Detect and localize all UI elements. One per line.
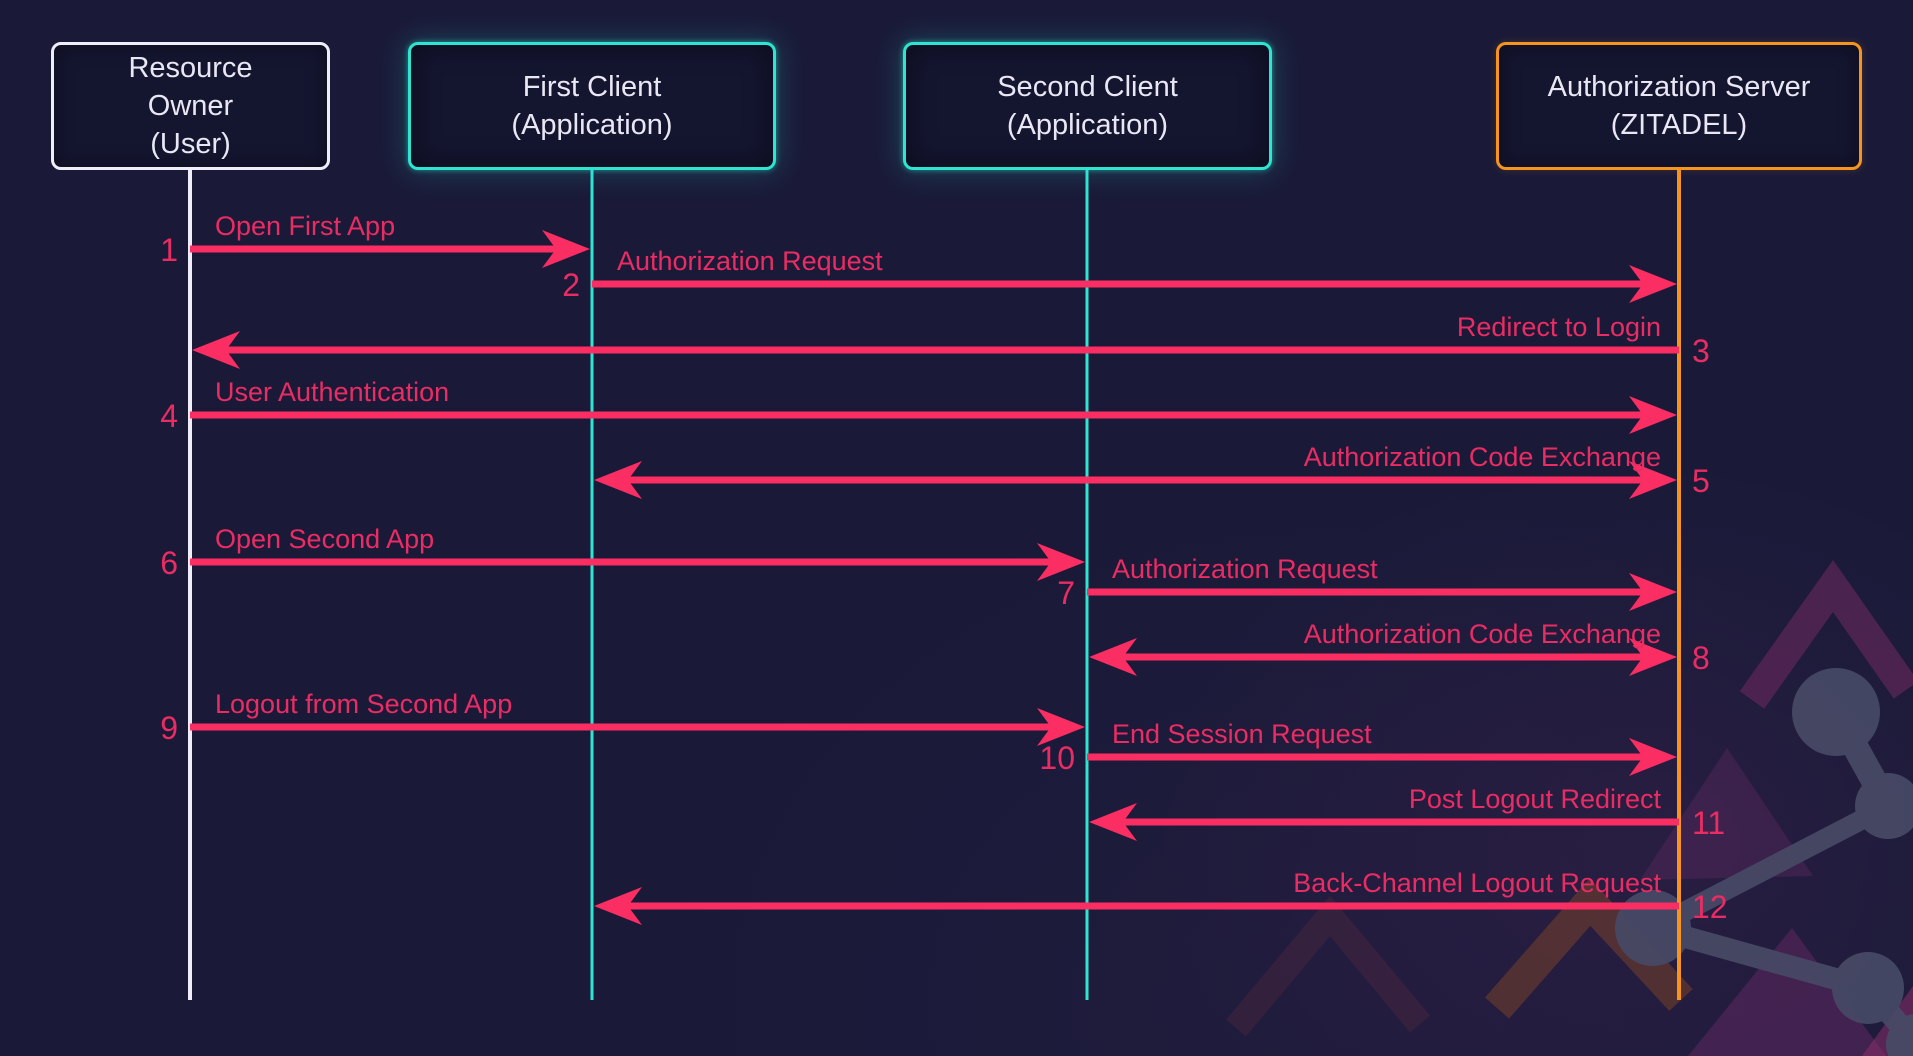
- message-number: 2: [562, 267, 580, 303]
- actor-title-line: Resource: [128, 51, 253, 84]
- message-5: Authorization Code Exchange 5: [594, 442, 1710, 499]
- actor-title-line: Authorization Server: [1547, 70, 1811, 103]
- message-label: Authorization Code Exchange: [1304, 619, 1661, 649]
- message-number: 9: [160, 710, 178, 746]
- message-2: Authorization Request 2: [562, 246, 1677, 303]
- message-8: Authorization Code Exchange 8: [1089, 619, 1710, 676]
- message-4: User Authentication 4: [160, 377, 1677, 434]
- message-label: Back-Channel Logout Request: [1293, 868, 1661, 898]
- arrowhead-icon: [1089, 638, 1137, 676]
- arrowhead-icon: [542, 230, 590, 268]
- message-number: 6: [160, 545, 178, 581]
- arrowhead-icon: [1037, 708, 1085, 746]
- message-label: Open First App: [215, 211, 395, 241]
- message-number: 4: [160, 398, 178, 434]
- message-label: Authorization Code Exchange: [1304, 442, 1661, 472]
- message-6: Open Second App 6: [160, 524, 1085, 581]
- message-9: Logout from Second App 9: [160, 689, 1085, 746]
- actor-box-authorization-server: Authorization Server (ZITADEL): [1496, 42, 1862, 170]
- actor-title-line: (Application): [1006, 109, 1169, 141]
- message-label: Authorization Request: [617, 246, 883, 276]
- arrowhead-icon: [594, 461, 642, 499]
- actor-title-line: Second Client: [997, 70, 1178, 103]
- message-number: 8: [1692, 640, 1710, 676]
- arrowhead-icon: [1629, 573, 1677, 611]
- actor-title-line: First Client: [522, 70, 662, 103]
- message-label: Logout from Second App: [215, 689, 512, 719]
- message-number: 7: [1057, 575, 1075, 611]
- message-label: Post Logout Redirect: [1409, 784, 1662, 814]
- actor-box-second-client: Second Client (Application): [903, 42, 1272, 170]
- message-number: 10: [1039, 740, 1075, 776]
- message-label: Open Second App: [215, 524, 434, 554]
- message-number: 11: [1692, 805, 1725, 841]
- message-11: Post Logout Redirect 11: [1089, 784, 1725, 841]
- message-12: Back-Channel Logout Request 12: [594, 868, 1728, 925]
- message-label: End Session Request: [1112, 719, 1372, 749]
- message-label: Redirect to Login: [1457, 312, 1661, 342]
- arrowhead-icon: [1629, 396, 1677, 434]
- arrowhead-icon: [594, 887, 642, 925]
- message-1: Open First App 1: [160, 211, 590, 268]
- message-number: 5: [1692, 463, 1710, 499]
- message-3: Redirect to Login 3: [192, 312, 1710, 369]
- message-number: 3: [1692, 333, 1710, 369]
- actor-box-first-client: First Client (Application): [408, 42, 776, 170]
- actor-box-resource-owner: Resource Owner (User): [51, 42, 330, 170]
- actor-title-line: (Application): [511, 109, 673, 141]
- actor-title-line: (ZITADEL): [1610, 109, 1748, 141]
- actor-title-line: (User): [150, 128, 231, 161]
- message-label: Authorization Request: [1112, 554, 1378, 584]
- arrowhead-icon: [192, 331, 240, 369]
- arrowhead-icon: [1629, 265, 1677, 303]
- arrowhead-icon: [1629, 738, 1677, 776]
- arrowhead-icon: [1089, 803, 1137, 841]
- arrowhead-icon: [1037, 543, 1085, 581]
- watermark-network-graph: [1615, 668, 1913, 1056]
- message-number: 12: [1692, 889, 1728, 925]
- message-label: User Authentication: [215, 377, 449, 407]
- actor-title-line: Owner: [147, 89, 234, 122]
- message-7: Authorization Request 7: [1057, 554, 1677, 611]
- message-number: 1: [160, 232, 178, 268]
- arrowhead-icon: [1629, 638, 1677, 676]
- message-10: End Session Request 10: [1039, 719, 1677, 776]
- arrowhead-icon: [1629, 461, 1677, 499]
